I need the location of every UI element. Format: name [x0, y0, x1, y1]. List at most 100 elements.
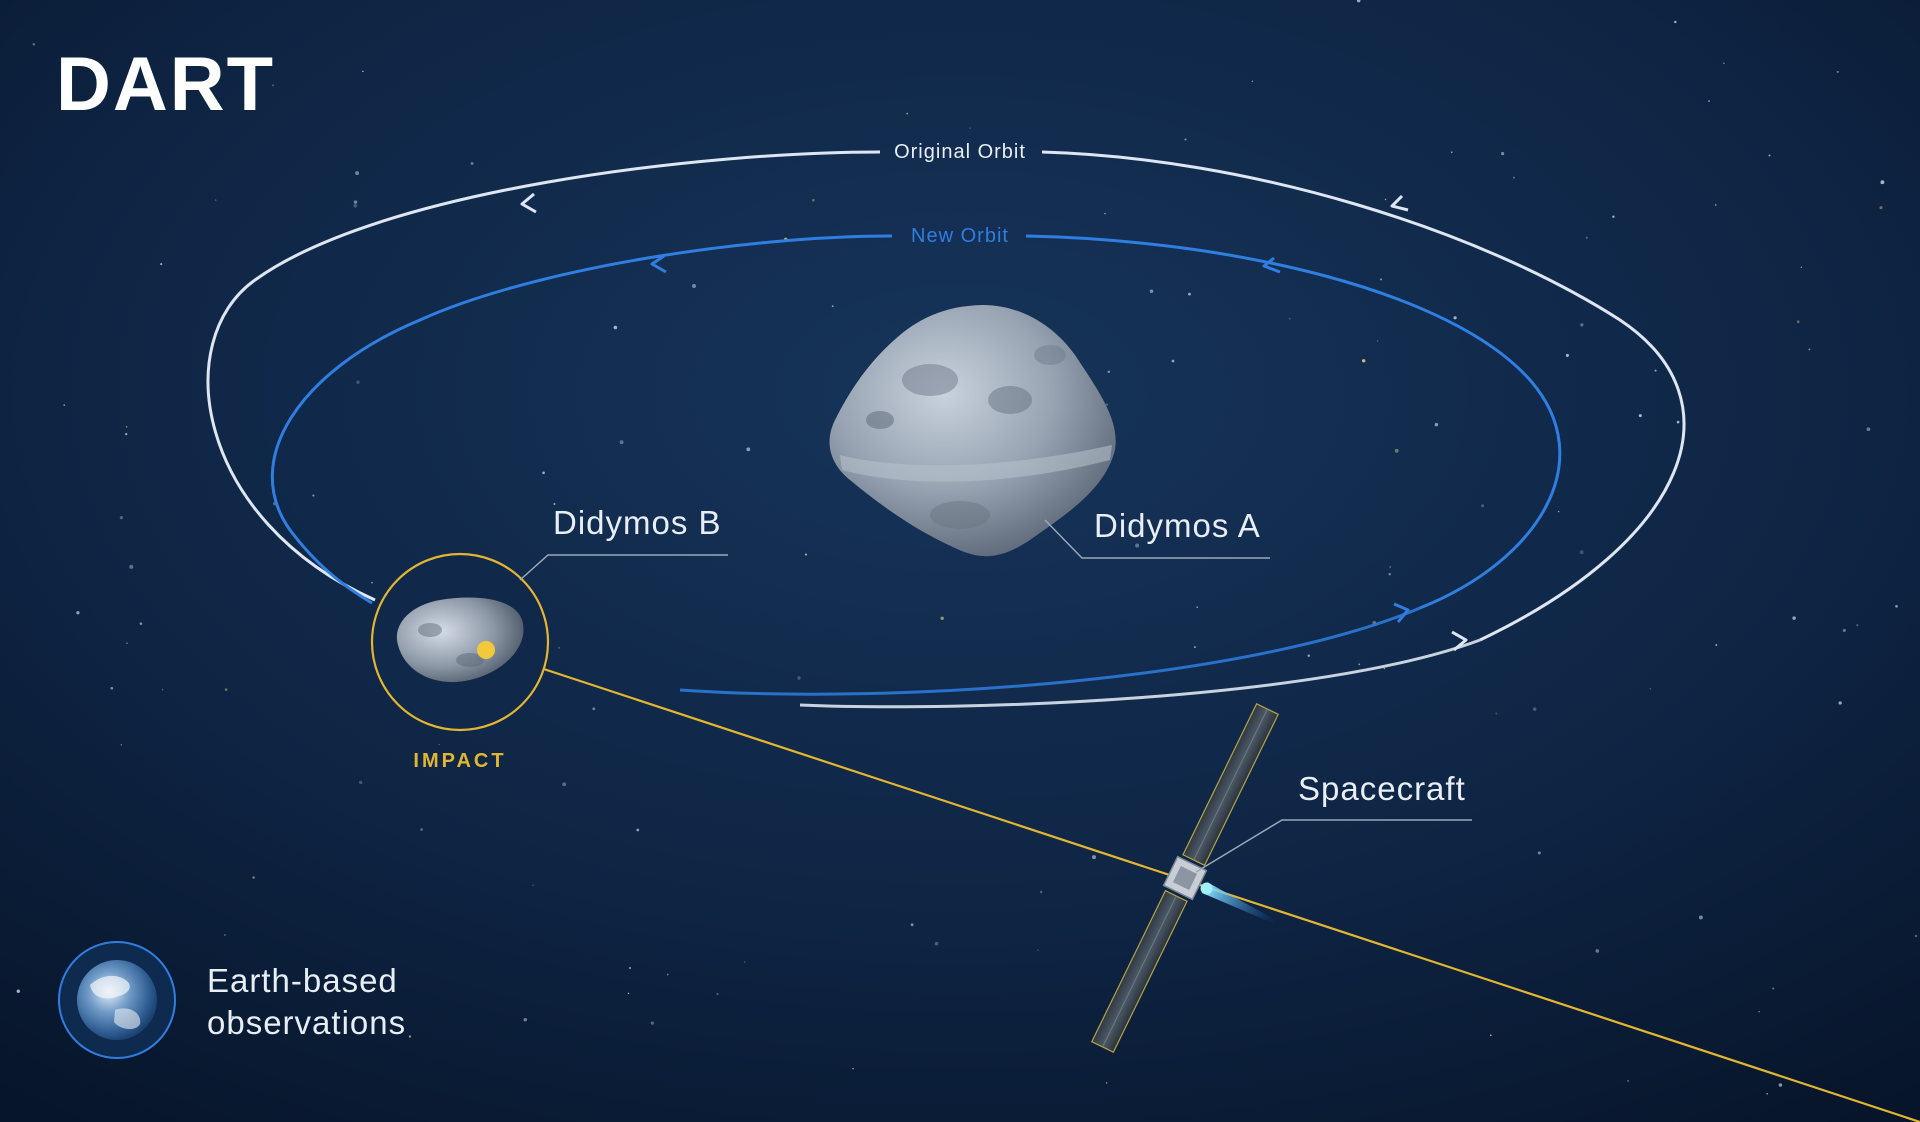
- star: [362, 70, 364, 73]
- star: [1836, 70, 1839, 73]
- star: [32, 42, 36, 46]
- star: [1450, 151, 1453, 154]
- star: [1388, 573, 1391, 576]
- earth-label-line1: Earth-based: [207, 962, 398, 999]
- star: [1768, 154, 1771, 157]
- star: [1914, 934, 1918, 938]
- star: [1107, 370, 1111, 374]
- star: [1838, 701, 1842, 705]
- star: [224, 688, 228, 691]
- star: [438, 743, 440, 746]
- star: [1389, 566, 1392, 568]
- star: [542, 471, 545, 475]
- earth-label-line2: observations: [207, 1004, 406, 1041]
- star: [1707, 100, 1711, 103]
- star: [619, 440, 624, 445]
- star: [1612, 215, 1615, 218]
- star: [355, 171, 360, 176]
- star: [1512, 176, 1515, 179]
- star: [223, 934, 226, 936]
- star: [716, 992, 719, 996]
- star: [1384, 198, 1387, 201]
- star: [906, 112, 909, 115]
- star: [1434, 422, 1439, 427]
- star: [804, 553, 808, 556]
- star: [1766, 1092, 1769, 1095]
- star: [353, 203, 358, 208]
- star: [628, 966, 632, 970]
- star: [969, 127, 971, 129]
- star: [16, 989, 20, 993]
- star: [934, 941, 939, 946]
- didymos-b-leader: [519, 554, 728, 581]
- star: [119, 515, 124, 520]
- star: [1394, 448, 1399, 453]
- star: [1453, 316, 1457, 320]
- spacecraft-label: Spacecraft: [1298, 770, 1466, 807]
- star: [1654, 369, 1657, 372]
- star: [1698, 915, 1703, 920]
- didymos-a-label: Didymos A: [1094, 507, 1261, 544]
- impact-point-icon: [477, 641, 495, 659]
- star: [356, 380, 360, 384]
- star: [1489, 1034, 1492, 1037]
- star: [940, 616, 944, 621]
- didymos-b-moonlet: [370, 552, 550, 732]
- star: [1856, 624, 1859, 627]
- didymos-b-label: Didymos B: [553, 504, 722, 541]
- star: [1184, 138, 1187, 141]
- dart-spacecraft: [1090, 702, 1280, 1054]
- star: [1376, 340, 1379, 342]
- star: [1595, 949, 1600, 953]
- star: [650, 1021, 654, 1025]
- star: [1104, 212, 1106, 215]
- star: [1092, 855, 1096, 860]
- star: [1557, 510, 1560, 513]
- star: [613, 325, 618, 330]
- orbit-arrow-icon: [650, 254, 667, 274]
- star: [1792, 616, 1796, 620]
- star: [1188, 292, 1191, 296]
- didymos-a-leader: [1044, 519, 1270, 559]
- star: [1723, 62, 1725, 65]
- star: [129, 564, 134, 569]
- star: [1383, 667, 1386, 670]
- star: [852, 1067, 854, 1070]
- star: [76, 611, 80, 615]
- star: [126, 642, 128, 644]
- star: [63, 404, 66, 406]
- star: [1356, 0, 1361, 3]
- star: [1638, 414, 1642, 418]
- original-orbit: [206, 150, 1686, 709]
- spacecraft-leader: [1195, 819, 1472, 873]
- didymos-a-asteroid: [829, 304, 1116, 557]
- star: [1580, 323, 1584, 327]
- star: [161, 688, 164, 691]
- star: [1379, 278, 1383, 281]
- star: [1171, 359, 1175, 363]
- orbit-arrow-icon: [1262, 256, 1281, 274]
- star: [553, 503, 556, 505]
- star: [1196, 606, 1198, 608]
- star: [1649, 687, 1652, 690]
- orbit-arrow-icon: [1390, 194, 1409, 212]
- star: [558, 646, 560, 649]
- star: [125, 425, 128, 428]
- star: [1842, 628, 1846, 632]
- star: [1866, 427, 1871, 432]
- star: [692, 284, 696, 288]
- star: [231, 1015, 235, 1019]
- star: [1135, 543, 1140, 548]
- star: [110, 686, 114, 690]
- star: [1481, 504, 1485, 508]
- orbit-arrow-icon: [520, 192, 537, 214]
- star: [1715, 204, 1717, 206]
- star: [1037, 949, 1039, 951]
- star: [1579, 550, 1584, 555]
- star: [1796, 320, 1800, 324]
- star: [420, 828, 423, 831]
- star: [831, 305, 834, 308]
- new-orbit-label: New Orbit: [911, 225, 1009, 247]
